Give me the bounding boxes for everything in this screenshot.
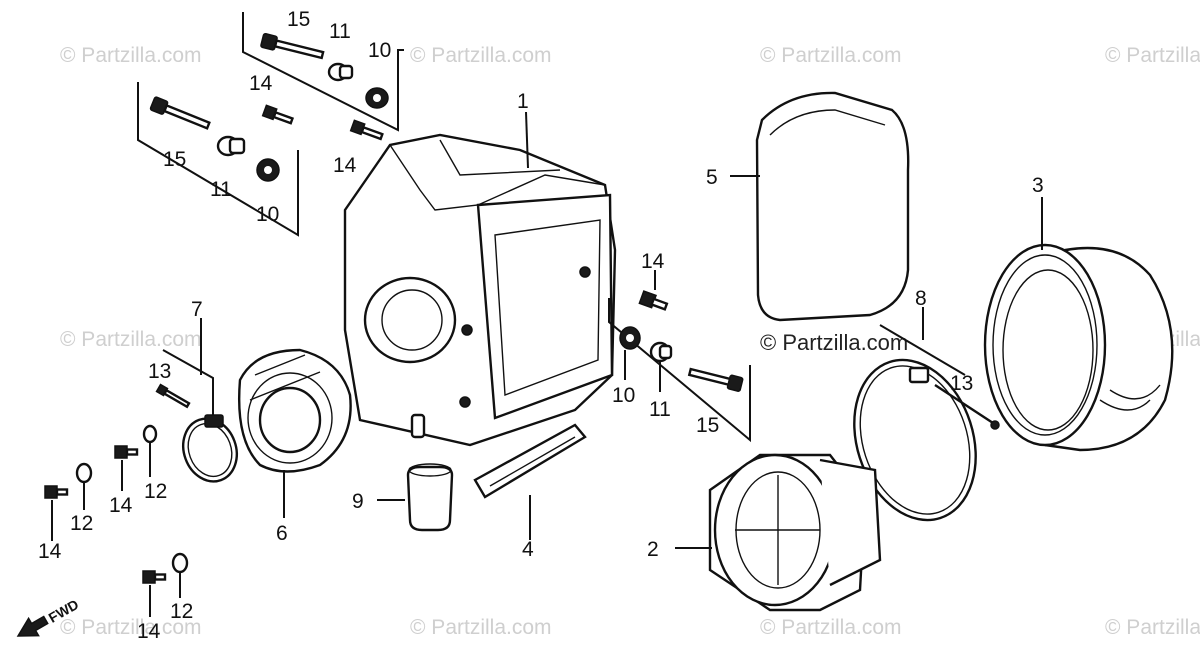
watermark: © Partzilla.com bbox=[1105, 44, 1200, 67]
callout-5: 5 bbox=[706, 166, 718, 189]
watermark: © Partzilla.com bbox=[60, 616, 202, 639]
callout-14-f: 14 bbox=[137, 620, 161, 643]
watermark-center: © Partzilla.com bbox=[760, 330, 908, 355]
callout-13-right: 13 bbox=[950, 372, 973, 395]
hardware-group-top bbox=[242, 12, 404, 141]
hardware-group-right bbox=[608, 290, 751, 443]
watermark: © Partzilla.com bbox=[410, 616, 552, 639]
callout-4: 4 bbox=[522, 538, 534, 561]
watermark: © Partzilla.com bbox=[60, 44, 202, 67]
element-cover bbox=[755, 91, 910, 322]
callout-15-right: 15 bbox=[696, 414, 719, 437]
watermark: © Partzilla.com bbox=[1105, 616, 1200, 639]
callout-12-a: 12 bbox=[144, 480, 167, 503]
callout-6: 6 bbox=[276, 522, 288, 545]
callout-11-right: 11 bbox=[649, 398, 671, 421]
callout-8: 8 bbox=[915, 287, 927, 310]
air-filter-element bbox=[983, 243, 1174, 452]
callout-1: 1 bbox=[517, 90, 529, 113]
watermark: © Partzilla.com bbox=[410, 44, 552, 67]
callout-3: 3 bbox=[1032, 174, 1044, 197]
callout-14-b: 14 bbox=[333, 154, 357, 177]
callout-7: 7 bbox=[191, 298, 203, 321]
hardware-group-left bbox=[137, 82, 299, 237]
callout-11-top: 11 bbox=[329, 20, 351, 43]
callout-14-d: 14 bbox=[109, 494, 133, 517]
callout-10-top: 10 bbox=[368, 39, 391, 62]
connecting-tube bbox=[708, 453, 882, 612]
callout-15-left: 15 bbox=[163, 148, 186, 171]
callout-14-c: 14 bbox=[641, 250, 665, 273]
callout-12-c: 12 bbox=[170, 600, 193, 623]
band-clamp bbox=[853, 358, 1000, 522]
drain-plug bbox=[406, 463, 454, 532]
watermark: © Partzilla.com bbox=[60, 328, 202, 351]
callout-2: 2 bbox=[647, 538, 659, 561]
bracket-wire bbox=[473, 423, 587, 499]
callout-14-a: 14 bbox=[249, 72, 273, 95]
callout-12-b: 12 bbox=[70, 512, 93, 535]
watermark: © Partzilla.com bbox=[760, 616, 902, 639]
leader-lines bbox=[51, 111, 1043, 617]
callout-9: 9 bbox=[352, 490, 364, 513]
small-hardware-left bbox=[44, 349, 214, 584]
callout-14-e: 14 bbox=[38, 540, 62, 563]
intake-joint bbox=[238, 348, 352, 473]
callout-10-right: 10 bbox=[612, 384, 635, 407]
watermark: © Partzilla.com bbox=[760, 44, 902, 67]
callout-15-top: 15 bbox=[287, 8, 310, 31]
air-cleaner-case bbox=[343, 133, 617, 447]
callout-10-left: 10 bbox=[256, 203, 279, 226]
callout-11-left: 11 bbox=[210, 178, 232, 201]
callout-13-left: 13 bbox=[148, 360, 171, 383]
callout-labels: 1 2 3 4 5 6 7 8 9 10 10 10 11 11 11 12 1… bbox=[38, 8, 1044, 643]
hose-clamp bbox=[182, 414, 238, 483]
